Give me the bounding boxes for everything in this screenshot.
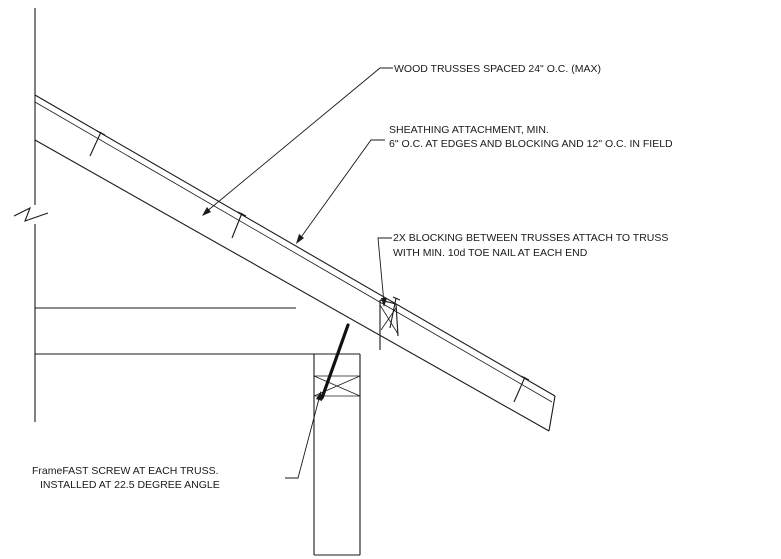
nail <box>231 211 247 239</box>
sheathing-nails <box>89 130 530 403</box>
roof-rafter <box>34 94 556 432</box>
note-blocking-line2: WITH MIN. 10d TOE NAIL AT EACH END <box>393 247 588 259</box>
leader-trusses <box>202 67 393 216</box>
note-screw-line2: INSTALLED AT 22.5 DEGREE ANGLE <box>40 479 220 491</box>
framefast-screw <box>320 323 350 400</box>
note-sheathing-line1: SHEATHING ATTACHMENT, MIN. <box>389 124 549 136</box>
nail <box>513 375 530 403</box>
ceiling-joist <box>35 307 360 355</box>
wall-line <box>13 8 49 422</box>
blocking <box>379 296 401 350</box>
leader-screw <box>285 391 322 479</box>
nail <box>89 130 106 157</box>
note-blocking-line1: 2X BLOCKING BETWEEN TRUSSES ATTACH TO TR… <box>393 232 668 244</box>
bearing-wall <box>313 354 361 556</box>
note-sheathing-line2: 6" O.C. AT EDGES AND BLOCKING AND 12" O.… <box>389 138 673 150</box>
note-trusses: WOOD TRUSSES SPACED 24" O.C. (MAX) <box>394 63 601 75</box>
note-screw-line1: FrameFAST SCREW AT EACH TRUSS. <box>32 465 219 477</box>
leader-sheathing <box>296 139 385 244</box>
leader-blocking <box>377 237 392 307</box>
